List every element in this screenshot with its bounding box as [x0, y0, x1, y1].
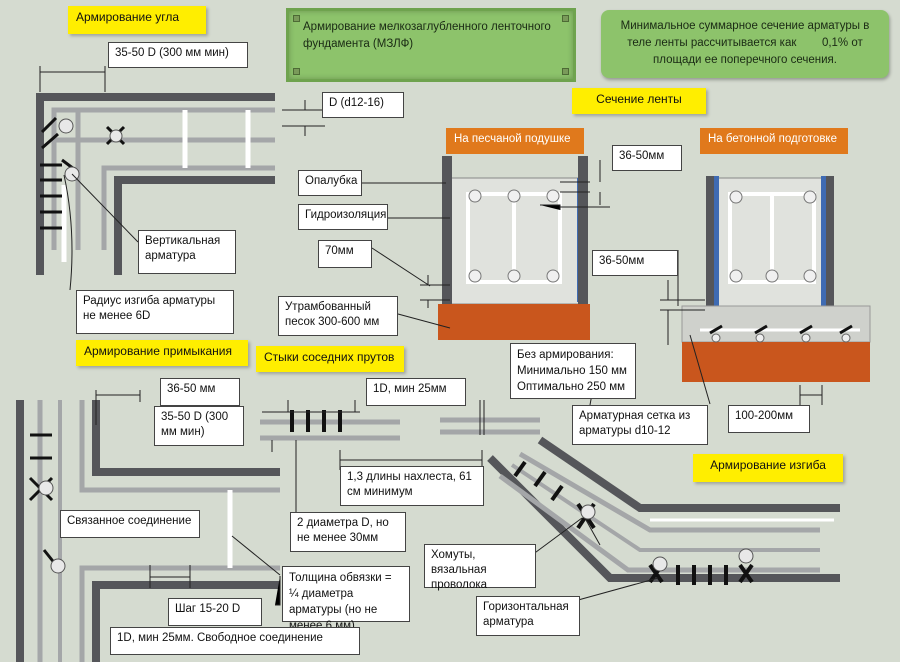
rivet-icon — [293, 68, 300, 75]
formwork-label: Опалубка — [298, 170, 362, 196]
rivet-icon — [293, 15, 300, 22]
rivet-icon — [562, 15, 569, 22]
mesh-label: Арматурная сетка из арматуры d10-12 — [572, 405, 708, 445]
corner-anchor-label: 35-50 D (300 мм мин) — [108, 42, 248, 68]
splice-gap-label: 1D, мин 25мм — [366, 378, 466, 406]
no-reinforcement-label: Без армирования: Минимально 150 мм Оптим… — [510, 343, 636, 399]
bend-detail — [487, 436, 840, 606]
section-bend: Армирование изгиба — [693, 454, 843, 482]
section-splices: Стыки соседних прутов — [256, 346, 404, 372]
junction-36-50-label: 36-50 мм — [160, 378, 240, 406]
cover-70-label: 70мм — [318, 240, 372, 268]
section-junction: Армирование примыкания — [76, 340, 248, 366]
two-diameters-label: 2 диаметра D, но не менее 30мм — [290, 512, 406, 552]
page-title: Армирование мелкозаглубленного ленточног… — [303, 21, 551, 50]
bend-radius-label: Радиус изгиба арматуры не менее 6D — [76, 290, 234, 334]
stirrups-label: Хомуты, вязальная проволока — [424, 544, 536, 591]
title-plate: Армирование мелкозаглубленного ленточног… — [286, 8, 576, 82]
section-corner: Армирование угла — [68, 6, 206, 34]
vertical-rebar-label: Вертикальная арматура — [138, 230, 236, 274]
waterproofing-label: Гидроизоляция — [298, 204, 388, 230]
corner-detail — [36, 66, 325, 291]
compacted-sand-label: Утрамбованный песок 300-600 мм — [278, 296, 398, 336]
pitch-label: Шаг 15-20 D — [168, 598, 262, 626]
bar-diameter-label: D (d12-16) — [322, 92, 404, 118]
junction-detail — [16, 390, 281, 662]
lap-length-label: 1,3 длины нахлеста, 61 см минимум — [340, 466, 484, 506]
sand-section — [362, 156, 610, 340]
splice-detail — [260, 400, 540, 520]
tag-concrete-base: На бетонной подготовке — [700, 128, 848, 154]
tie-thickness-label: Толщина обвязки = ¼ диаметра арматуры (н… — [282, 566, 410, 632]
mesh-spacing-label: 100-200мм — [728, 405, 810, 433]
section-strip: Сечение ленты — [572, 88, 706, 114]
junction-anchor-label: 35-50 D (300 мм мин) — [154, 406, 244, 446]
tag-sand-cushion: На песчаной подушке — [446, 128, 584, 154]
rivet-icon — [562, 68, 569, 75]
concrete-section — [660, 176, 871, 405]
tied-joint-label: Связанное соединение — [60, 510, 200, 538]
horizontal-rebar-label: Горизонтальная арматура — [476, 596, 580, 636]
cover-top-label: 36-50мм — [612, 145, 682, 171]
min-section-note: Минимальное суммарное сечение арматуры в… — [601, 10, 889, 78]
cover-side-label: 36-50мм — [592, 250, 678, 276]
free-joint-label: 1D, мин 25мм. Свободное соединение — [110, 627, 360, 655]
